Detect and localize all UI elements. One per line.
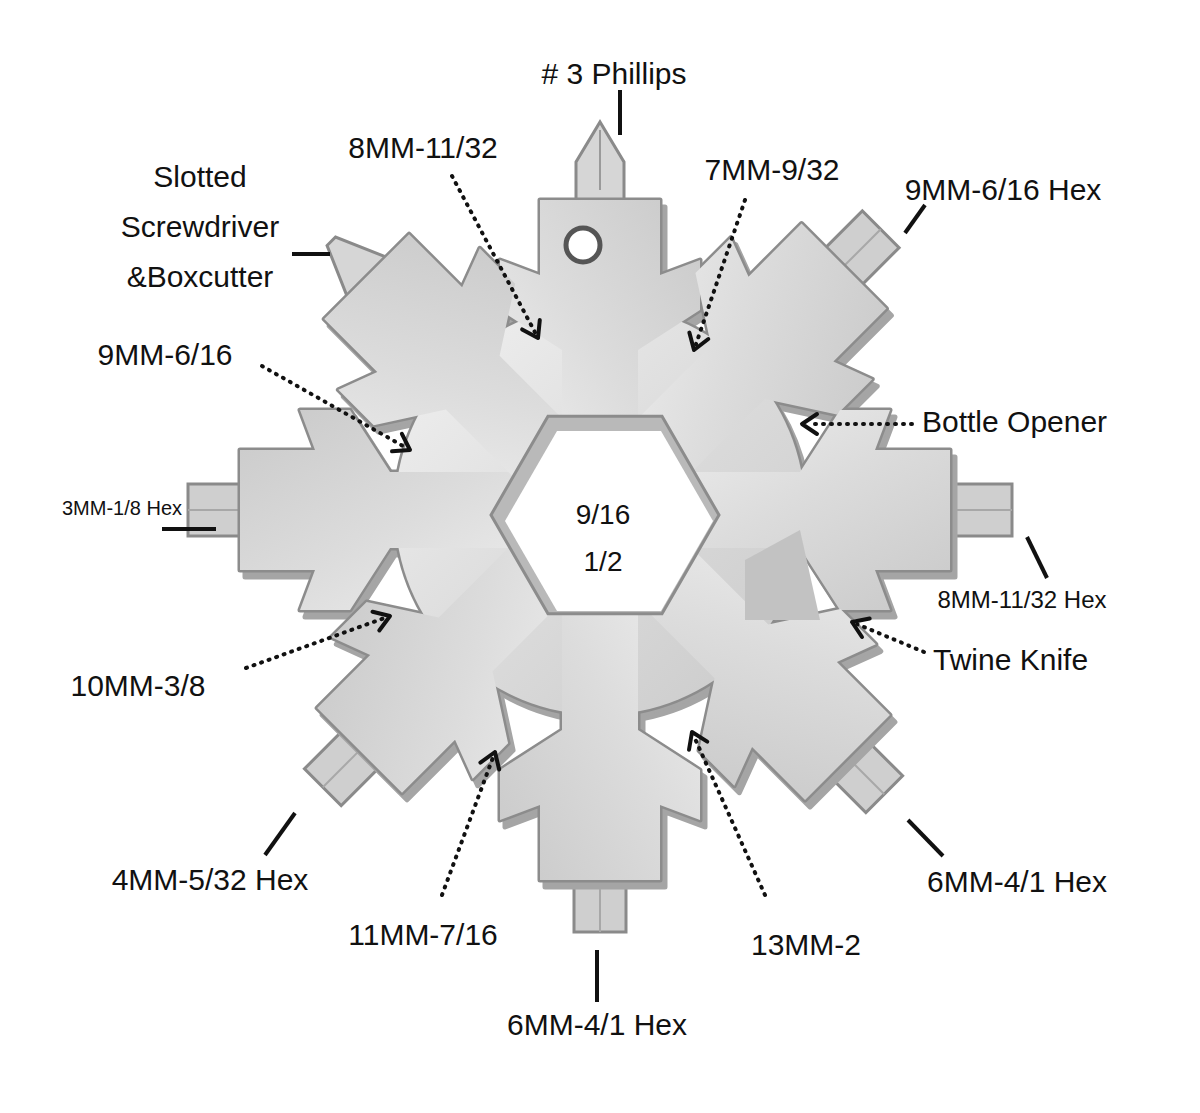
dotted-pointer xyxy=(694,737,765,895)
dotted-pointer xyxy=(696,200,745,344)
arrow-head xyxy=(392,434,410,451)
callout-label: 8MM-11/32 xyxy=(348,130,498,166)
dotted-pointer xyxy=(858,624,924,652)
leader-line xyxy=(905,205,925,233)
callout-label: 7MM-9/32 xyxy=(704,152,839,188)
tool-bit xyxy=(576,122,624,210)
leader-line xyxy=(618,90,622,135)
callout-label: 11MM-7/16 xyxy=(348,917,498,953)
callout-label: 3MM-1/8 Hex xyxy=(62,496,182,520)
snowflake-body xyxy=(240,195,950,880)
key-ring-hole xyxy=(566,228,600,262)
dotted-pointers xyxy=(246,176,924,895)
callout-label: Twine Knife xyxy=(933,642,1088,678)
leader-line xyxy=(595,950,599,1002)
leader-line xyxy=(908,820,943,856)
arrow-head xyxy=(372,612,390,631)
dotted-pointer xyxy=(808,422,912,426)
arrow-head xyxy=(802,414,817,434)
arrow-head xyxy=(522,320,540,338)
callout-label: 9MM-6/16 xyxy=(97,337,232,373)
callout-label: 13MM-2 xyxy=(751,927,861,963)
hex-wrench-hole xyxy=(491,416,719,613)
tool-bits xyxy=(188,122,1012,932)
leader-line xyxy=(1027,537,1047,578)
callout-label: Slotted Screwdriver &Boxcutter xyxy=(95,152,305,302)
arrow-head xyxy=(480,752,499,770)
dotted-pointer xyxy=(262,366,405,447)
dotted-pointer xyxy=(246,618,384,668)
body-outline xyxy=(240,195,950,880)
arrow-head xyxy=(852,619,870,637)
callout-label: 8MM-11/32 Hex xyxy=(938,586,1107,615)
leader-line xyxy=(292,252,330,256)
callout-label: 9/16 xyxy=(576,498,631,532)
dotted-pointer xyxy=(452,176,535,333)
callout-label: 9MM-6/16 Hex xyxy=(905,172,1102,208)
callout-label: Bottle Opener xyxy=(922,404,1107,440)
dotted-pointer xyxy=(442,758,493,895)
callout-label: 6MM-4/1 Hex xyxy=(507,1007,687,1043)
callout-label: 4MM-5/32 Hex xyxy=(112,862,309,898)
arrow-head xyxy=(689,333,708,350)
callout-label: # 3 Phillips xyxy=(541,56,686,92)
leader-line xyxy=(162,527,216,531)
callout-label: 10MM-3/8 xyxy=(70,668,205,704)
twine-knife-edge xyxy=(745,530,820,620)
leader-line xyxy=(265,813,295,855)
callout-label: 6MM-4/1 Hex xyxy=(927,864,1107,900)
callout-label: 1/2 xyxy=(584,545,623,579)
arrow-head xyxy=(689,732,707,750)
